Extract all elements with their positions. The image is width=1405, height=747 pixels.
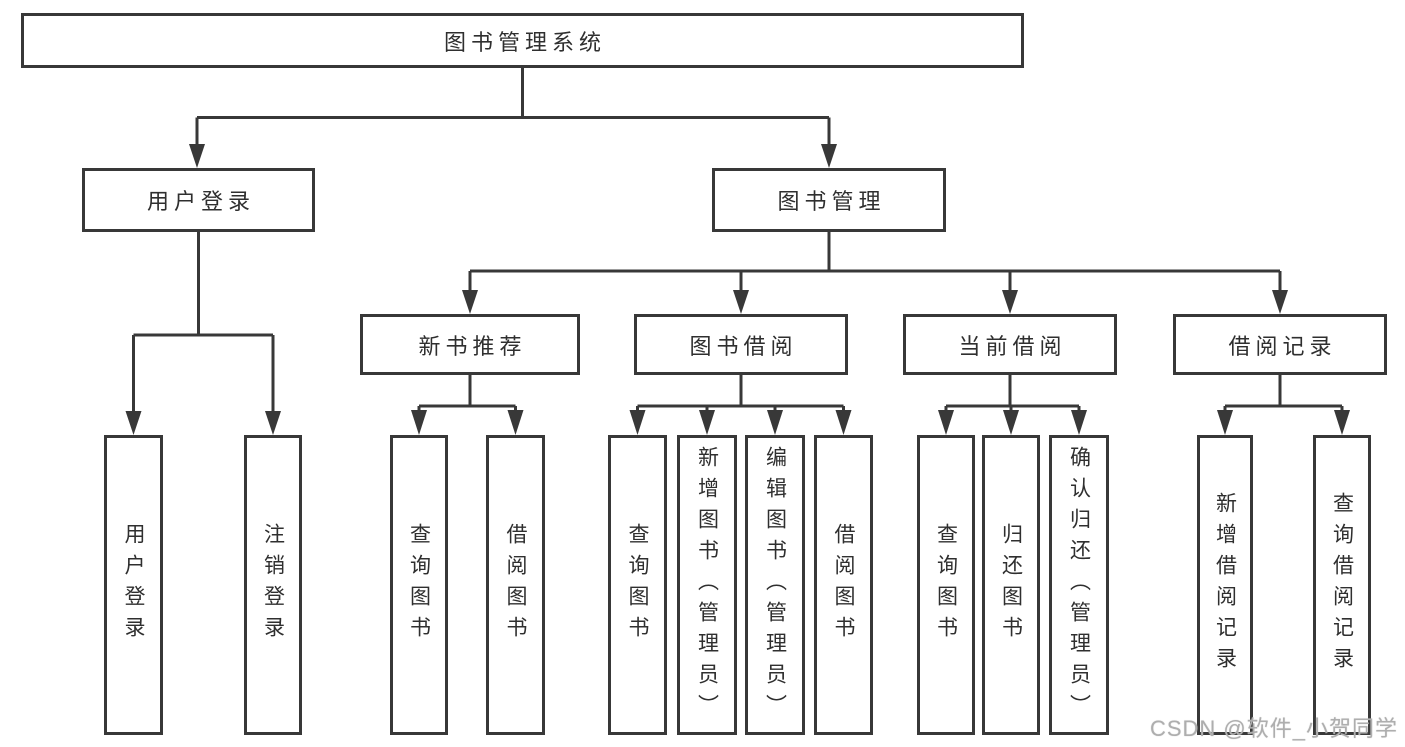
leaf-borrow-query-books: 查询图书: [608, 435, 667, 735]
node-library-system: 图书管理系统: [21, 13, 1024, 68]
watermark: CSDN @软件_小贺同学: [1149, 716, 1398, 741]
leaf-recommend-borrow-books: 借阅图书: [486, 435, 545, 735]
node-current-borrow: 当前借阅: [903, 314, 1117, 375]
leaf-current-query-books: 查询图书: [917, 435, 975, 735]
node-user-login: 用户登录: [82, 168, 315, 232]
leaf-borrow-borrow-books: 借阅图书: [814, 435, 873, 735]
leaf-recommend-query-books: 查询图书: [390, 435, 448, 735]
leaf-borrow-edit-books-admin: 编辑图书（管理员）: [745, 435, 805, 735]
connector-book-management: [462, 232, 1288, 314]
leaf-borrow-add-books-admin: 新增图书（管理员）: [677, 435, 737, 735]
node-borrow-records: 借阅记录: [1173, 314, 1387, 375]
connector-user-login: [125, 232, 281, 435]
leaf-current-return-books: 归还图书: [982, 435, 1040, 735]
node-book-management: 图书管理: [712, 168, 946, 232]
leaf-current-confirm-return-admin: 确认归还（管理员）: [1049, 435, 1109, 735]
node-book-borrow: 图书借阅: [634, 314, 848, 375]
leaf-records-query-record: 查询借阅记录: [1313, 435, 1371, 735]
leaf-logout: 注销登录: [244, 435, 302, 735]
connector-new-book-recommend: [411, 375, 524, 435]
leaf-records-add-record: 新增借阅记录: [1197, 435, 1253, 735]
connector-root: [189, 68, 837, 168]
connector-book-borrow: [629, 375, 852, 435]
leaf-user-login: 用户登录: [104, 435, 163, 735]
connector-current-borrow: [938, 375, 1087, 435]
connector-borrow-records: [1217, 375, 1350, 435]
node-new-book-recommend: 新书推荐: [360, 314, 580, 375]
